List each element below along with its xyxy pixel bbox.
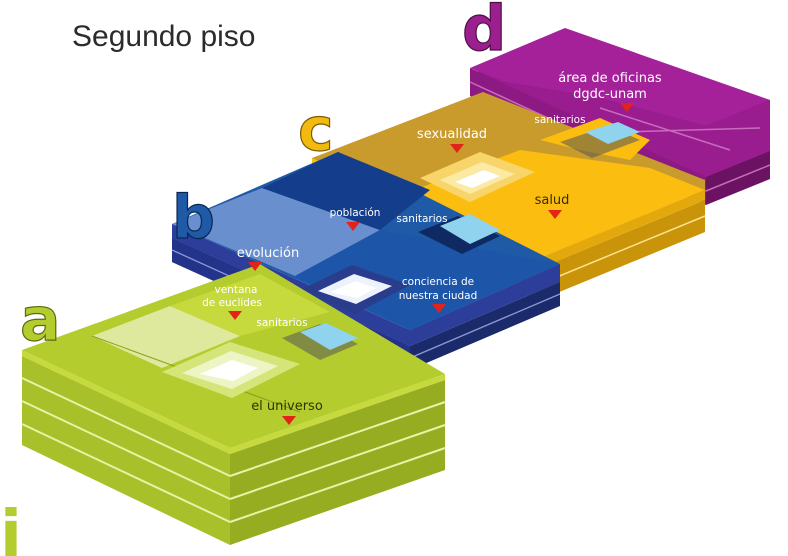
page-title: Segundo piso bbox=[72, 20, 256, 53]
sexualidad-label: sexualidad bbox=[417, 127, 487, 142]
oficinas-area[interactable] bbox=[470, 28, 770, 126]
poblacion-room[interactable] bbox=[262, 152, 430, 230]
section-d-letter: d bbox=[462, 0, 506, 65]
poblacion-marker bbox=[346, 222, 360, 231]
universo-label: el universo bbox=[251, 399, 323, 414]
conciencia-marker bbox=[432, 304, 446, 313]
conciencia-label-2: nuestra ciudad bbox=[399, 290, 478, 302]
ventana-label-1: ventana bbox=[215, 284, 258, 296]
section-a bbox=[21, 264, 446, 545]
universo-marker bbox=[282, 416, 296, 425]
evolucion-label: evolución bbox=[237, 246, 299, 261]
oficinas-label-2: dgdc-unam bbox=[573, 87, 647, 102]
sanitarios-b-label: sanitarios bbox=[396, 213, 447, 225]
poblacion-label: población bbox=[330, 207, 381, 219]
footer-letter: i bbox=[0, 498, 22, 556]
oficinas-label-1: área de oficinas bbox=[558, 71, 662, 86]
section-c-letter: c bbox=[298, 95, 334, 165]
sanitarios-c-label: sanitarios bbox=[534, 114, 585, 126]
ventana-euclides-room[interactable] bbox=[170, 274, 330, 336]
sanitarios-a-label: sanitarios bbox=[256, 317, 307, 329]
section-a-letter: a bbox=[20, 285, 61, 355]
sexualidad-marker bbox=[450, 144, 464, 153]
salud-label: salud bbox=[535, 193, 570, 208]
ventana-label-2: de euclides bbox=[202, 297, 262, 309]
salud-marker bbox=[548, 210, 562, 219]
evolucion-marker bbox=[248, 262, 262, 271]
evolucion-room[interactable] bbox=[172, 188, 380, 276]
section-b-letter: b bbox=[172, 183, 215, 253]
oficinas-marker bbox=[620, 103, 634, 112]
conciencia-label-1: conciencia de bbox=[402, 276, 474, 288]
ventana-marker bbox=[228, 311, 242, 320]
